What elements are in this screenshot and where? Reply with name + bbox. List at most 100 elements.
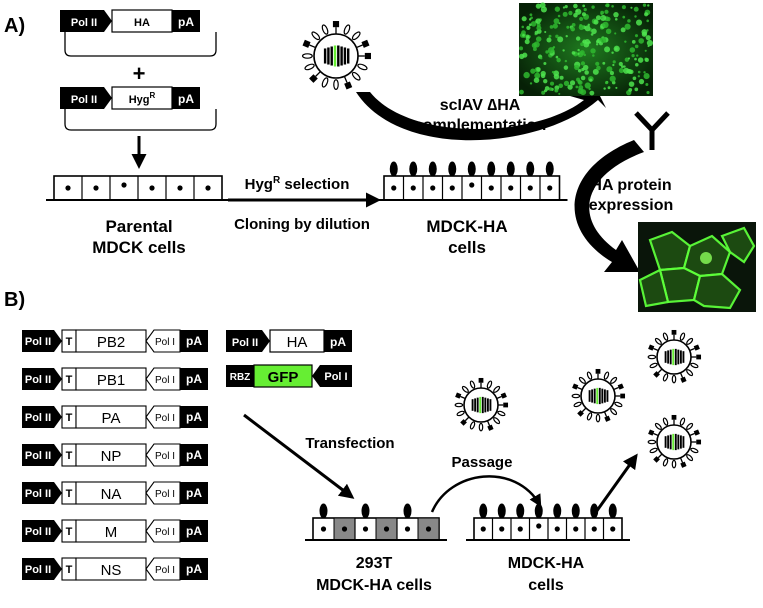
- mdck-ha-b-label-1: MDCK-HA: [508, 555, 585, 572]
- segment-polya: pA: [186, 524, 202, 538]
- gfp-pol1: Pol I: [324, 371, 347, 383]
- segment-terminator: T: [66, 412, 73, 424]
- plasmid-hyg-gene: HygR: [129, 91, 156, 106]
- mdck-ha-label-2: cells: [448, 238, 486, 257]
- cell: [422, 161, 437, 200]
- segment-terminator: T: [66, 374, 73, 386]
- cell: [137, 176, 155, 200]
- cell: [602, 503, 617, 540]
- cell: [500, 161, 515, 200]
- cell: [165, 176, 183, 200]
- complementation-label-1: scIAV ∆HA: [440, 97, 521, 114]
- gfp-rbz: RBZ: [230, 372, 251, 383]
- segment-polya: pA: [186, 486, 202, 500]
- complementation-arrow: [356, 80, 606, 141]
- plasmid-ha-gene: HA: [134, 17, 150, 29]
- segment-gene: NP: [101, 448, 122, 465]
- ha-b-gene: HA: [287, 334, 308, 351]
- mdck-ha-cell-layer: [376, 161, 568, 201]
- cells-293t-label-2: MDCK-HA cells: [316, 577, 432, 594]
- segment-row: Pol II T PB2 Pol I pA: [22, 329, 208, 353]
- segment-row: Pol II T NP Pol I pA: [22, 443, 208, 467]
- segment-polya: pA: [186, 410, 202, 424]
- segment-pol1: Pol I: [155, 489, 175, 500]
- parental-label-2: MDCK cells: [92, 238, 186, 257]
- cell: [479, 503, 488, 532]
- cell: [81, 176, 99, 200]
- plasmid-ha-polya: pA: [178, 15, 194, 29]
- cloning-label: Cloning by dilution: [234, 216, 370, 233]
- plasmid-hyg-polya: pA: [178, 92, 194, 106]
- segment-terminator: T: [66, 450, 73, 462]
- parental-cell-layer: [46, 175, 230, 201]
- segment-pol1: Pol I: [155, 451, 175, 462]
- segment-terminator: T: [66, 526, 73, 538]
- cell: [354, 503, 370, 540]
- cell: [565, 503, 580, 540]
- segment-polya: pA: [186, 448, 202, 462]
- segment-polya: pA: [186, 334, 202, 348]
- cell: [519, 161, 535, 200]
- cell: [375, 517, 398, 541]
- micrograph-expression: [638, 222, 756, 312]
- ha-b-promoter: Pol II: [232, 337, 258, 349]
- segment-pol1: Pol I: [155, 413, 175, 424]
- plus-sign: +: [133, 61, 146, 86]
- virus-particle-passage: [454, 377, 509, 432]
- segment-gene: NA: [101, 486, 122, 503]
- segment-polya: pA: [186, 562, 202, 576]
- segment-promoter: Pol II: [25, 564, 51, 576]
- antibody-icon: [634, 111, 670, 150]
- segment-gene: PB2: [97, 334, 125, 351]
- cell: [417, 517, 440, 541]
- micrograph-complementation: [518, 2, 653, 96]
- plasmid-ha: Pol II HA pA: [60, 9, 217, 57]
- segment-promoter: Pol II: [25, 488, 51, 500]
- cell: [389, 161, 398, 191]
- segment-pol1: Pol I: [155, 527, 175, 538]
- mdck-ha-cell-layer-b: [466, 503, 630, 541]
- cell: [539, 161, 554, 200]
- cells-293t-layer: [305, 503, 447, 541]
- plasmid-ha-b: Pol II HA pA: [226, 329, 352, 353]
- passage-label: Passage: [452, 454, 513, 471]
- complementation-label-2: complementation: [414, 117, 546, 134]
- cell: [547, 503, 562, 540]
- segment-pol1: Pol I: [155, 565, 175, 576]
- passage-arrow: [430, 475, 542, 513]
- virus-particle-output-1: [571, 368, 626, 423]
- segment-promoter: Pol II: [25, 412, 51, 424]
- ha-b-polya: pA: [330, 335, 346, 349]
- selection-label: HygR selection: [245, 175, 350, 193]
- plasmid-gfp: RBZ GFP Pol I: [226, 364, 352, 388]
- mdck-ha-label-1: MDCK-HA: [426, 217, 507, 236]
- cells-293t-label-1: 293T: [356, 555, 393, 572]
- segment-promoter: Pol II: [25, 526, 51, 538]
- segment-gene: PA: [102, 410, 121, 427]
- panel-a-label: A): [4, 15, 25, 37]
- cell: [319, 503, 328, 532]
- segment-promoter: Pol II: [25, 450, 51, 462]
- segment-terminator: T: [66, 564, 73, 576]
- segment-row: Pol II T PA Pol I pA: [22, 405, 208, 429]
- cell: [528, 503, 543, 540]
- output-arrow: [594, 453, 638, 513]
- cell: [65, 185, 71, 191]
- plasmid-hyg-promoter: Pol II: [71, 94, 97, 106]
- virus-particle-output-2: [647, 329, 702, 384]
- segment-promoter: Pol II: [25, 336, 51, 348]
- parental-label-1: Parental: [105, 217, 172, 236]
- cell: [333, 517, 356, 541]
- cell: [193, 176, 211, 200]
- segment-terminator: T: [66, 336, 73, 348]
- plasmid-ha-promoter: Pol II: [71, 17, 97, 29]
- segment-gene: PB1: [97, 372, 125, 389]
- segment-pol1: Pol I: [155, 337, 175, 348]
- cell: [396, 503, 412, 540]
- protein-label-2: expression: [589, 197, 673, 214]
